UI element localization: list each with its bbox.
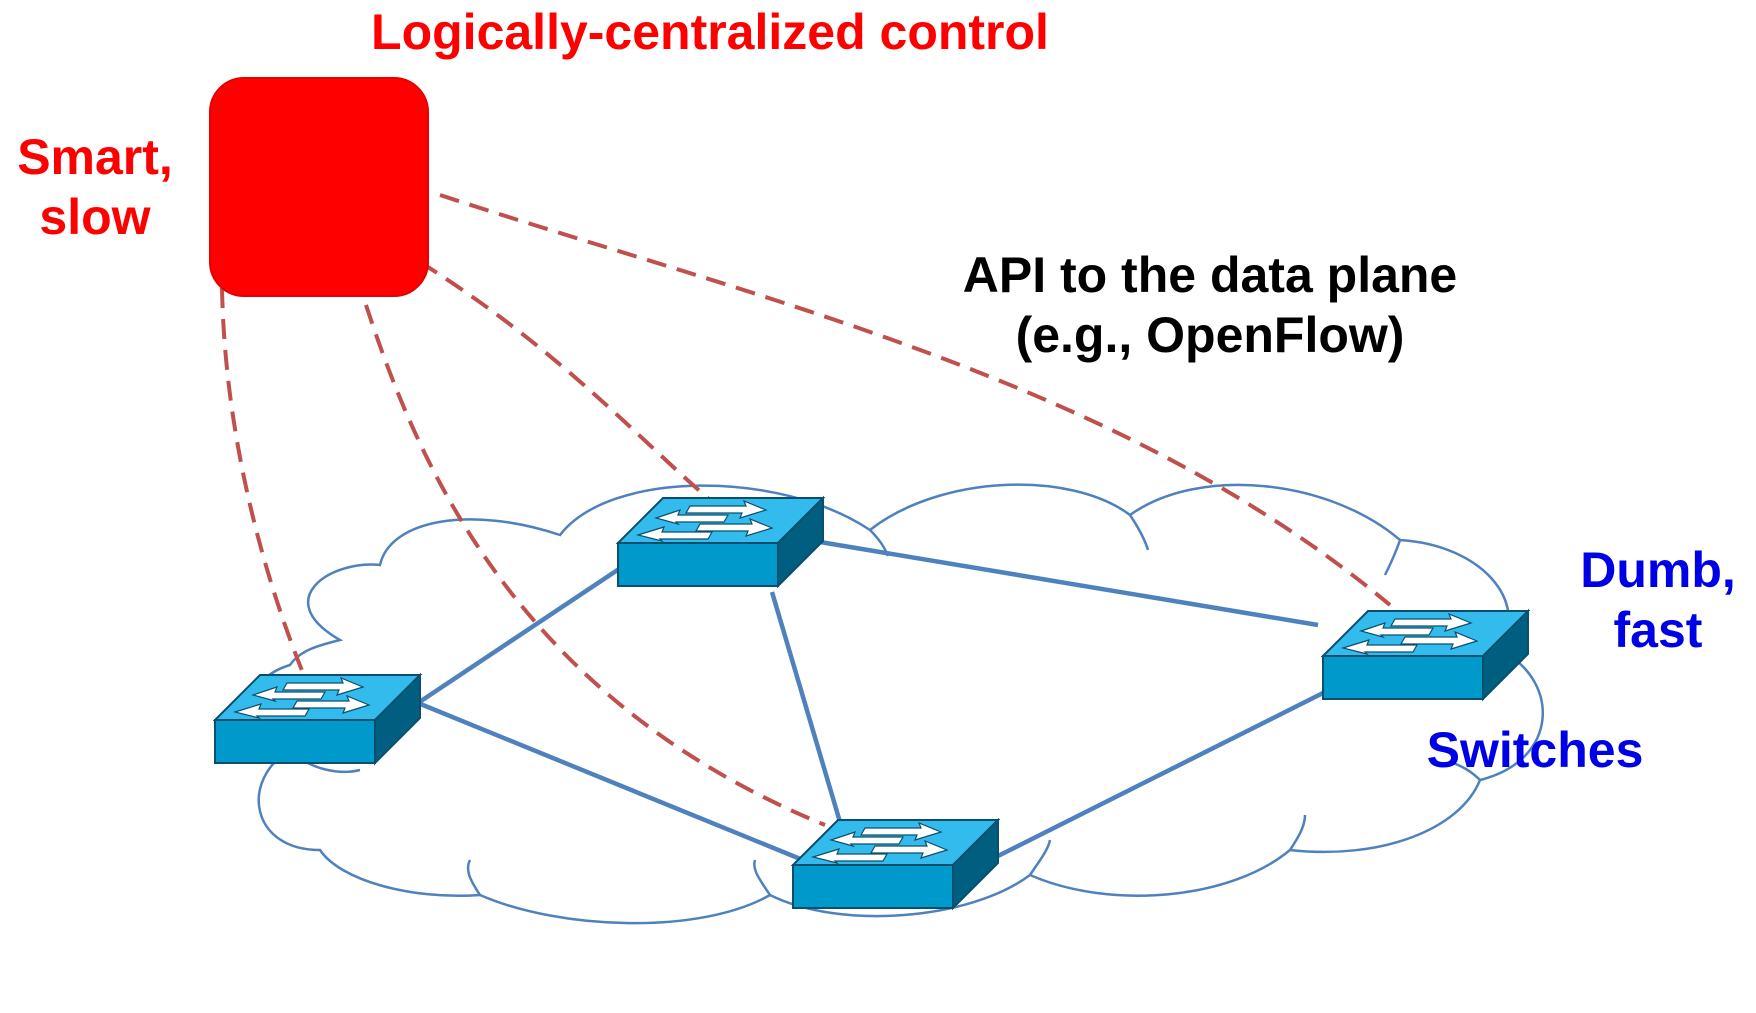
controller-title: Logically-centralized control — [371, 4, 1049, 60]
data-link-left-top — [416, 563, 627, 705]
switch-top — [617, 497, 824, 587]
controller-description: Smart, slow — [0, 127, 190, 247]
data-link-bottom-right — [990, 689, 1327, 862]
controller-box — [209, 77, 429, 297]
control-link-bottom — [364, 304, 826, 827]
switch-bottom — [792, 819, 999, 909]
switch-left — [214, 674, 421, 764]
controller-description-line2: slow — [39, 189, 151, 245]
data-link-top-right — [819, 539, 1319, 628]
data-link-left-bottom — [417, 700, 821, 870]
data-links — [416, 539, 1327, 870]
switches-label: Switches — [1426, 722, 1644, 778]
api-label: API to the data plane (e.g., OpenFlow) — [860, 245, 1560, 365]
api-label-line1: API to the data plane — [962, 247, 1458, 303]
api-label-line2: (e.g., OpenFlow) — [1015, 307, 1405, 363]
switch-description-line2: fast — [1613, 602, 1703, 658]
network-cloud — [251, 483, 1544, 925]
control-link-top — [418, 260, 712, 502]
data-link-top-bottom — [769, 591, 843, 823]
control-link-left — [220, 287, 307, 679]
switch-description: Dumb, fast — [1560, 540, 1756, 660]
switch-description-line1: Dumb, — [1580, 542, 1736, 598]
controller-description-line1: Smart, — [17, 129, 173, 185]
control-links — [220, 193, 1392, 827]
switch-right — [1322, 610, 1529, 700]
